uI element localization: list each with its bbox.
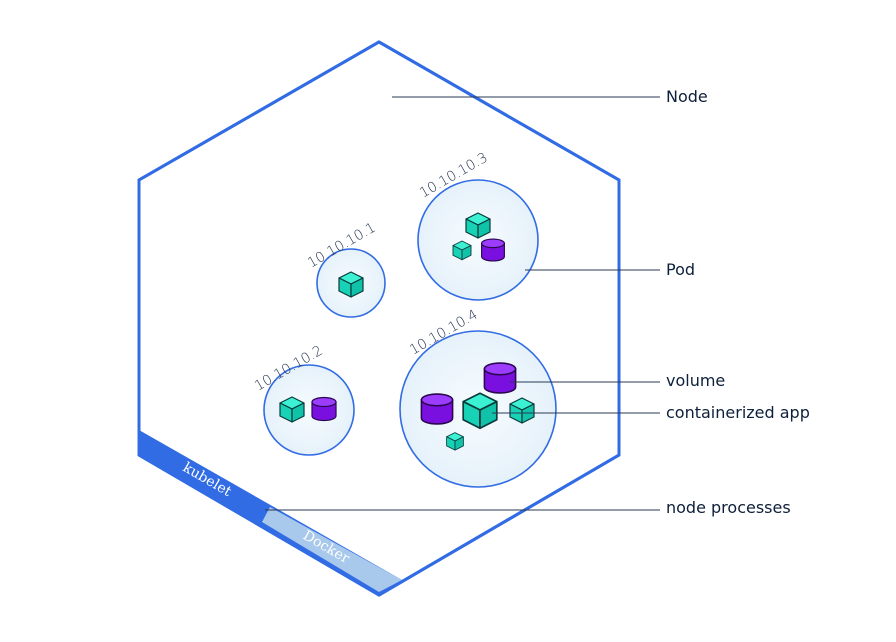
container-cube-icon — [338, 271, 364, 298]
container-cube-icon — [446, 432, 464, 451]
node-label: Node — [666, 87, 708, 106]
pod-10-10-10-1 — [316, 248, 386, 318]
leader-lines — [265, 96, 660, 511]
container-cube-icon — [462, 392, 498, 430]
container-cube-icon — [465, 212, 491, 239]
docker-band — [262, 507, 402, 592]
container-cube-icon — [279, 396, 305, 423]
pod-label: Pod — [666, 260, 695, 279]
node-processes-bands — [139, 430, 402, 595]
container-cube-icon — [452, 240, 472, 261]
container-cube-icon — [509, 397, 535, 424]
volume-cylinder-icon — [483, 362, 517, 394]
containerized-app-label: containerized app — [666, 403, 810, 422]
pod-10-10-10-2 — [263, 364, 355, 456]
pod-10-10-10-4 — [399, 330, 557, 488]
volume-cylinder-icon — [420, 393, 454, 425]
node-processes-label: node processes — [666, 498, 791, 517]
node-hexagon — [137, 40, 621, 597]
volume-cylinder-icon — [481, 238, 505, 262]
volume-cylinder-icon — [311, 396, 337, 422]
pod-10-10-10-3 — [417, 179, 539, 301]
volume-label: volume — [666, 371, 725, 390]
